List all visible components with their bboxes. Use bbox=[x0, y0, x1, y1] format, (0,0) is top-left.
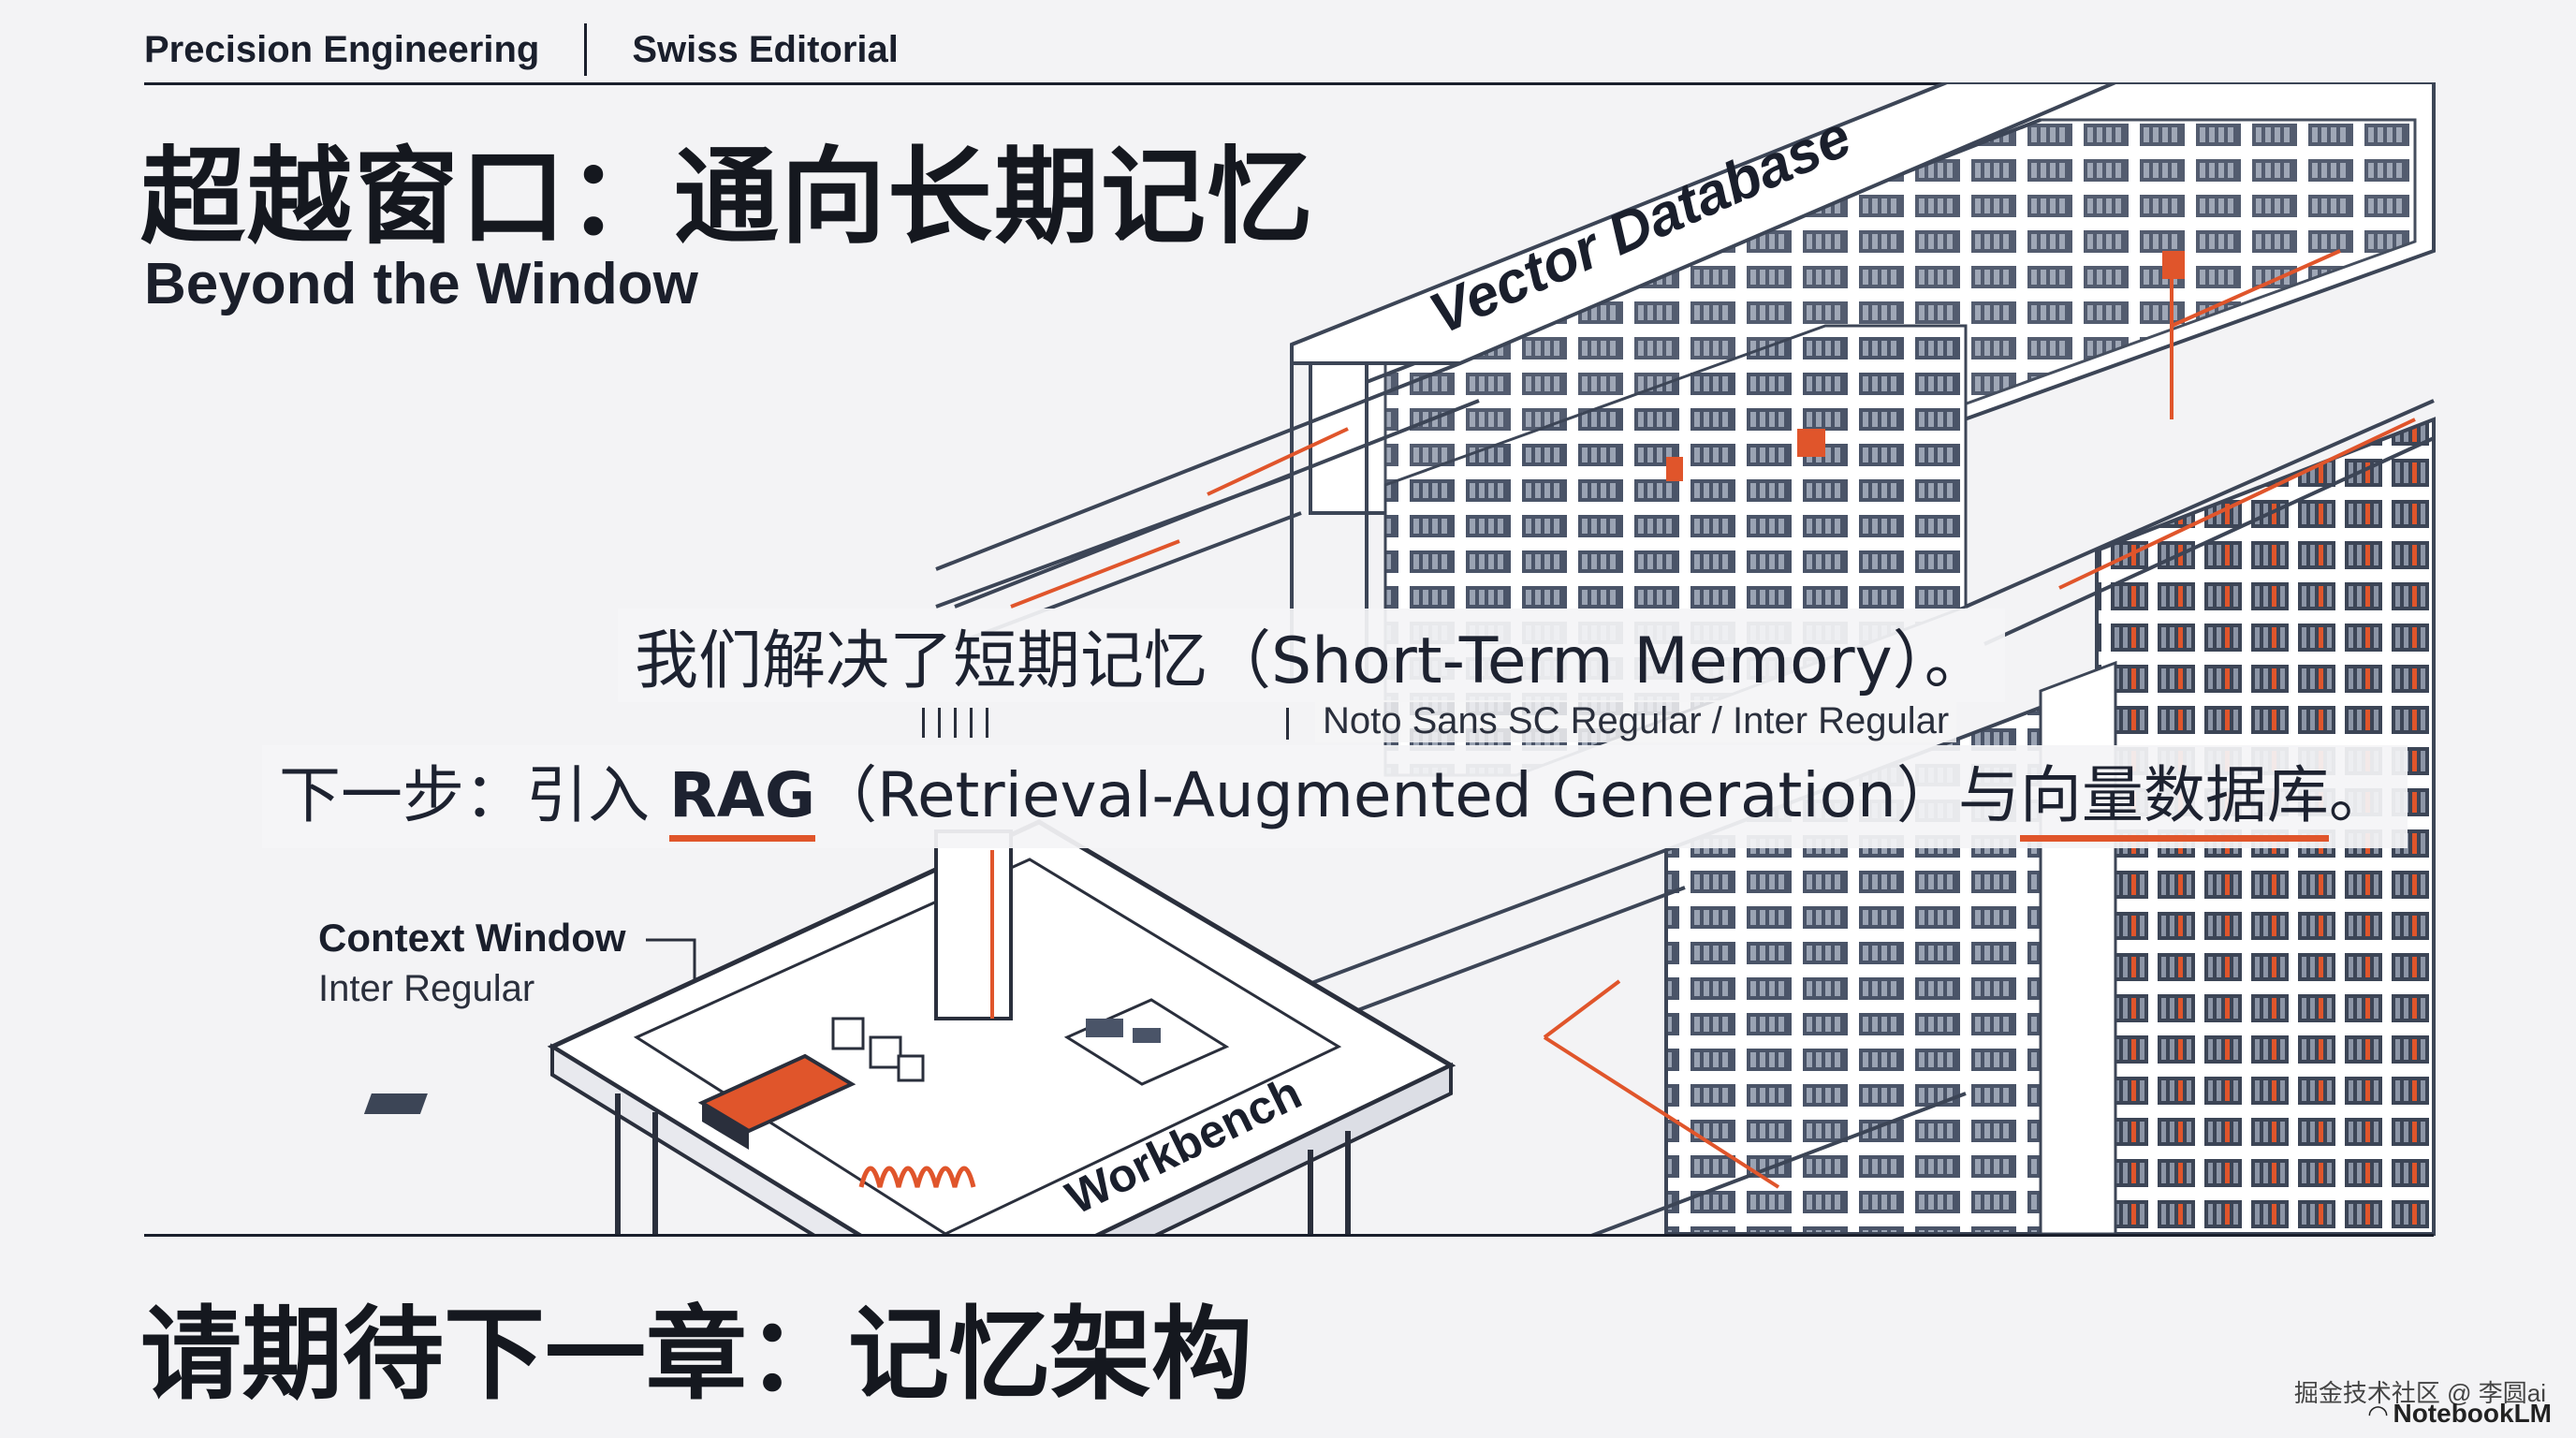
header-left-label: Precision Engineering bbox=[144, 28, 540, 70]
font-note: Noto Sans SC Regular / Inter Regular bbox=[1315, 700, 1957, 742]
top-rule bbox=[144, 82, 2434, 85]
tick-mark bbox=[922, 708, 925, 738]
tick-marks bbox=[922, 708, 988, 738]
tick-mark bbox=[954, 708, 957, 738]
rag-keyword: RAG bbox=[668, 759, 816, 842]
watermark-credit: 掘金技术社区 @ 李圆ai bbox=[2293, 1379, 2546, 1407]
vector-db-keyword: 向量数据库 bbox=[2019, 759, 2329, 842]
line2-end: 。 bbox=[2328, 759, 2391, 831]
header-right-label: Swiss Editorial bbox=[632, 28, 899, 70]
illustration-svg: Vector Database bbox=[363, 82, 2436, 1236]
body-line-2: 下一步：引入 RAG（Retrieval-Augmented Generatio… bbox=[262, 745, 2408, 848]
context-window-title: Context Window bbox=[318, 916, 626, 960]
context-window-leader bbox=[646, 938, 696, 979]
tick-mark bbox=[970, 708, 973, 738]
footer-title: 请期待下一章：记忆架构 bbox=[140, 1297, 1253, 1414]
context-window-subtitle: Inter Regular bbox=[318, 968, 535, 1009]
workbench: Workbench bbox=[363, 819, 1456, 1236]
line2-prefix: 下一步：引入 bbox=[279, 759, 669, 831]
watermark-brand: ◠ NotebookLM bbox=[2368, 1399, 2552, 1429]
vector-database-racks: Vector Database bbox=[935, 82, 2436, 1236]
bottom-rule bbox=[144, 1234, 2434, 1237]
header: Precision Engineering Swiss Editorial bbox=[144, 21, 899, 79]
page-title-en: Beyond the Window bbox=[144, 252, 698, 316]
font-note-divider bbox=[1286, 708, 1289, 740]
isometric-illustration: Vector Database bbox=[0, 82, 2576, 1236]
header-divider bbox=[584, 23, 588, 76]
watermark-brand-text: NotebookLM bbox=[2393, 1399, 2552, 1428]
tick-mark bbox=[986, 708, 988, 738]
page-title-zh: 超越窗口：通向长期记忆 bbox=[140, 137, 1314, 258]
body-line-1: 我们解决了短期记忆（Short-Term Memory）。 bbox=[618, 609, 2005, 702]
line2-middle: （Retrieval-Augmented Generation）与 bbox=[815, 759, 2020, 831]
tick-mark bbox=[938, 708, 941, 738]
notebooklm-logo-icon: ◠ bbox=[2368, 1399, 2388, 1428]
